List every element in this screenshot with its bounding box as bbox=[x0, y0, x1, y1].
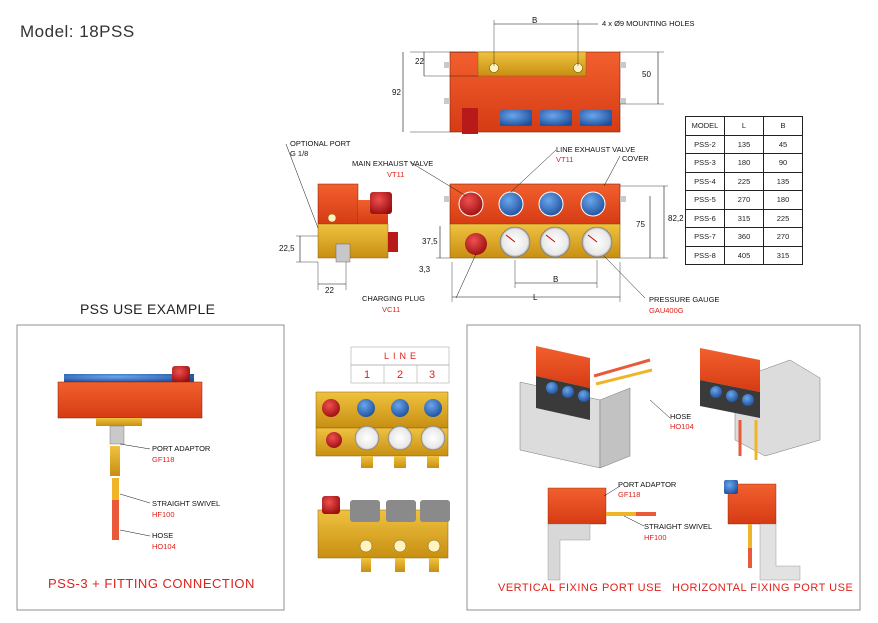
top-view bbox=[402, 20, 664, 134]
dim-22-side: 22 bbox=[325, 286, 334, 295]
ex3-port-adaptor-code: GF118 bbox=[618, 490, 641, 499]
cell: 405 bbox=[724, 245, 764, 265]
cell: 180 bbox=[724, 153, 764, 173]
example-panel-1 bbox=[16, 324, 285, 611]
cell: 315 bbox=[763, 245, 803, 265]
line-exhaust-label: LINE EXHAUST VALVE bbox=[556, 145, 636, 154]
ex3-caption-vertical: VERTICAL FIXING PORT USE bbox=[498, 582, 662, 594]
side-view bbox=[285, 143, 398, 290]
cell: PSS-3 bbox=[685, 153, 725, 173]
cover-label: COVER bbox=[622, 154, 649, 163]
cell: PSS-4 bbox=[685, 171, 725, 191]
dim-22-top: 22 bbox=[415, 57, 424, 66]
cell: 135 bbox=[724, 134, 764, 154]
ex3-straight-swivel-code: HF100 bbox=[644, 533, 667, 542]
dim-b-top: B bbox=[532, 16, 538, 25]
cell: PSS-2 bbox=[685, 134, 725, 154]
main-exhaust-label: MAIN EXHAUST VALVE bbox=[352, 159, 434, 168]
spec-col-model: MODEL bbox=[685, 116, 725, 136]
charging-plug-code: VC11 bbox=[382, 305, 401, 314]
ex2-line-header: LINE bbox=[384, 351, 421, 361]
ex3-hose: HOSE bbox=[670, 412, 692, 421]
cell: PSS-8 bbox=[685, 245, 725, 265]
ex2-line-3: 3 bbox=[429, 369, 436, 381]
example3-drawing bbox=[519, 346, 821, 581]
spec-col-l: L bbox=[724, 116, 764, 136]
example-panel-3 bbox=[466, 324, 861, 611]
dim-b-front: B bbox=[553, 275, 559, 284]
example2-drawing bbox=[315, 346, 450, 572]
dim-37-5: 37,5 bbox=[422, 237, 438, 246]
example-title: PSS USE EXAMPLE bbox=[80, 301, 216, 317]
dim-l-front: L bbox=[533, 293, 538, 302]
cell: PSS-5 bbox=[685, 190, 725, 210]
cell: 225 bbox=[763, 208, 803, 228]
main-exhaust-code: VT11 bbox=[387, 170, 405, 179]
mounting-holes-label: 4 x Ø9 MOUNTING HOLES bbox=[602, 19, 695, 28]
ex3-port-adaptor: PORT ADAPTOR bbox=[618, 480, 677, 489]
cell: 225 bbox=[724, 171, 764, 191]
dim-75: 75 bbox=[636, 220, 645, 229]
ex2-line-2: 2 bbox=[397, 369, 404, 381]
ex1-caption: PSS-3 + FITTING CONNECTION bbox=[48, 576, 255, 591]
cell: 135 bbox=[763, 171, 803, 191]
ex1-hose-code: HO104 bbox=[152, 542, 176, 551]
optional-port-size: G 1/8 bbox=[290, 149, 309, 158]
ex3-hose-code: HO104 bbox=[670, 422, 694, 431]
cell: PSS-7 bbox=[685, 227, 725, 247]
dim-22-5: 22,5 bbox=[279, 244, 295, 253]
dim-3-3: 3,3 bbox=[419, 265, 431, 274]
ex1-port-adaptor-code: GF118 bbox=[152, 455, 175, 464]
spec-col-b: B bbox=[763, 116, 803, 136]
charging-plug-label: CHARGING PLUG bbox=[362, 294, 425, 303]
cell: PSS-6 bbox=[685, 208, 725, 228]
optional-port-label: OPTIONAL PORT bbox=[290, 139, 351, 148]
ex1-hose: HOSE bbox=[152, 531, 174, 540]
cell: 180 bbox=[763, 190, 803, 210]
pressure-gauge-label: PRESSURE GAUGE bbox=[649, 295, 720, 304]
pressure-gauge-code: GAU400G bbox=[649, 306, 684, 315]
cell: 90 bbox=[763, 153, 803, 173]
ex3-straight-swivel: STRAIGHT SWIVEL bbox=[644, 522, 713, 531]
ex1-port-adaptor: PORT ADAPTOR bbox=[152, 444, 211, 453]
front-view bbox=[409, 149, 668, 302]
dim-92: 92 bbox=[392, 88, 401, 97]
ex1-straight-swivel: STRAIGHT SWIVEL bbox=[152, 499, 221, 508]
cell: 360 bbox=[724, 227, 764, 247]
ex2-line-1: 1 bbox=[364, 369, 371, 381]
example1-drawing bbox=[57, 366, 203, 540]
line-exhaust-code: VT11 bbox=[556, 155, 574, 164]
cell: 315 bbox=[724, 208, 764, 228]
dim-82-2: 82,2 bbox=[668, 214, 684, 223]
cell: 270 bbox=[763, 227, 803, 247]
cell: 270 bbox=[724, 190, 764, 210]
ex3-caption-horizontal: HORIZONTAL FIXING PORT USE bbox=[672, 582, 854, 594]
spec-table-header-row: MODEL L B bbox=[685, 116, 803, 136]
dim-50: 50 bbox=[642, 70, 651, 79]
cell: 45 bbox=[763, 134, 803, 154]
ex1-straight-swivel-code: HF100 bbox=[152, 510, 175, 519]
model-title: Model: 18PSS bbox=[20, 22, 135, 41]
